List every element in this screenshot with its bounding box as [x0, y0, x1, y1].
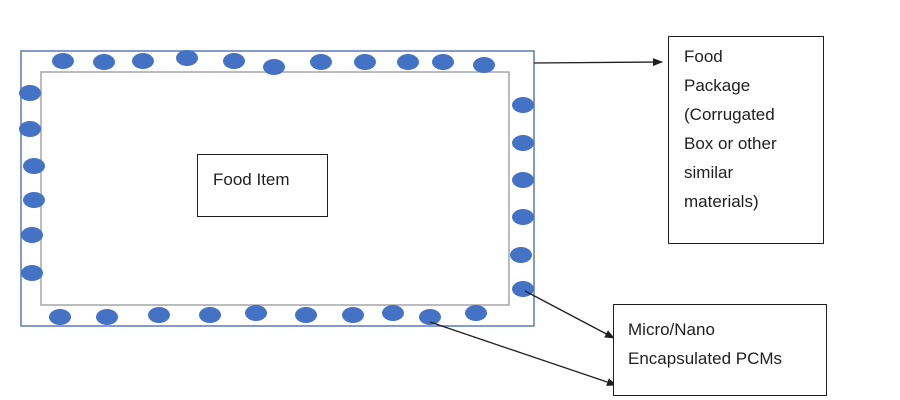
pcm-capsule: [382, 305, 404, 321]
pcm-capsule: [473, 57, 495, 73]
pcm-capsule: [19, 121, 41, 137]
package-label-line: Package: [684, 76, 751, 95]
pcm-capsule-group: [19, 50, 534, 325]
pcm-label-line: Encapsulated PCMs: [628, 349, 783, 368]
pcm-capsule: [465, 305, 487, 321]
pcm-capsule: [93, 54, 115, 70]
pcm-capsule: [310, 54, 332, 70]
pcm-capsule: [49, 309, 71, 325]
pcm-capsule: [512, 172, 534, 188]
pcm-capsule: [432, 54, 454, 70]
package-label-line: Box or other: [684, 134, 777, 153]
pcm-capsule: [19, 85, 41, 101]
package-label-line: Food: [684, 47, 723, 66]
pcm-capsule: [176, 50, 198, 66]
pcm-arrow-lower: [429, 321, 617, 386]
pcm-capsule: [512, 97, 534, 113]
pcm-capsule: [512, 209, 534, 225]
pcm-capsule: [96, 309, 118, 325]
food-item-box: Food Item: [197, 154, 328, 217]
pcm-capsule: [21, 265, 43, 281]
pcm-capsule: [23, 192, 45, 208]
pcm-capsule: [397, 54, 419, 70]
pcm-capsule: [419, 309, 441, 325]
food-item-label: Food Item: [213, 170, 290, 189]
pcm-capsule: [23, 158, 45, 174]
pcm-arrow-upper: [524, 290, 615, 339]
pcm-capsule: [52, 53, 74, 69]
pcm-label-line: Micro/Nano: [628, 320, 715, 339]
pcm-capsule: [342, 307, 364, 323]
food-package-box: Food Package (Corrugated Box or other si…: [668, 36, 824, 244]
pcm-capsule: [510, 247, 532, 263]
pcm-capsule: [132, 53, 154, 69]
pcm-label-box: Micro/Nano Encapsulated PCMs: [613, 304, 827, 396]
package-label-line: materials): [684, 192, 759, 211]
pcm-capsule: [245, 305, 267, 321]
pcm-capsule: [148, 307, 170, 323]
pcm-capsule: [512, 135, 534, 151]
pcm-capsule: [295, 307, 317, 323]
package-label-line: (Corrugated: [684, 105, 775, 124]
pcm-capsule: [199, 307, 221, 323]
package-arrow: [533, 58, 663, 67]
pcm-capsule: [21, 227, 43, 243]
food-package-outline: [20, 50, 535, 327]
pcm-capsule: [263, 59, 285, 75]
pcm-capsule: [223, 53, 245, 69]
package-label-line: similar: [684, 163, 734, 182]
pcm-capsule: [354, 54, 376, 70]
